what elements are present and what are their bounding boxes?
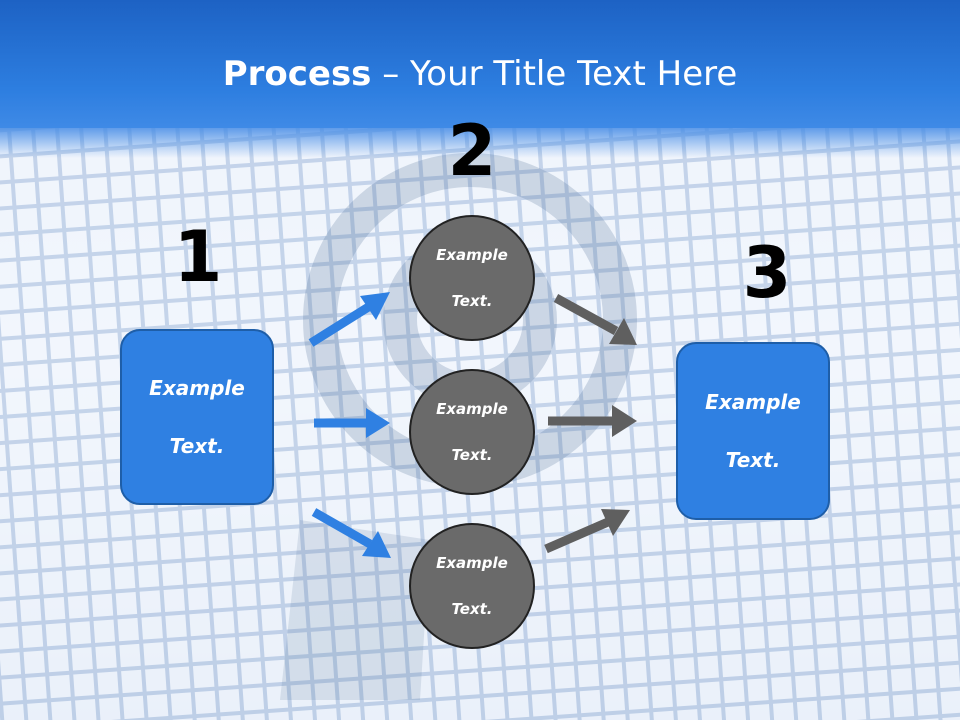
- circle-top-line2: Text.: [451, 291, 493, 310]
- circle-middle-line1: Example: [436, 399, 508, 418]
- title-bold: Process: [222, 54, 372, 94]
- circle-bottom-line2: Text.: [451, 599, 493, 618]
- circle-bottom-line1: Example: [436, 553, 508, 572]
- step-number-1: 1: [173, 216, 223, 298]
- left-box-line2: Text.: [169, 433, 225, 458]
- right-box-line1: Example: [705, 389, 801, 414]
- circle-top-line1: Example: [436, 245, 508, 264]
- left-box-line1: Example: [149, 375, 245, 400]
- step-number-2: 2: [447, 110, 497, 192]
- arrow-left-to-bottom: [311, 508, 391, 558]
- arrow-top-to-right: [553, 294, 637, 345]
- step-number-3: 3: [742, 232, 792, 314]
- title-bar: [0, 0, 960, 158]
- arrow-left-to-top: [308, 292, 390, 347]
- circle-middle-line2: Text.: [451, 445, 493, 464]
- arrow-left-to-middle: [314, 408, 390, 438]
- page-title: Process – Your Title Text Here: [0, 52, 960, 96]
- arrow-bottom-to-right: [544, 509, 630, 554]
- arrow-middle-to-right: [548, 405, 637, 437]
- title-rest: – Your Title Text Here: [371, 54, 738, 94]
- right-box-line2: Text.: [725, 447, 781, 472]
